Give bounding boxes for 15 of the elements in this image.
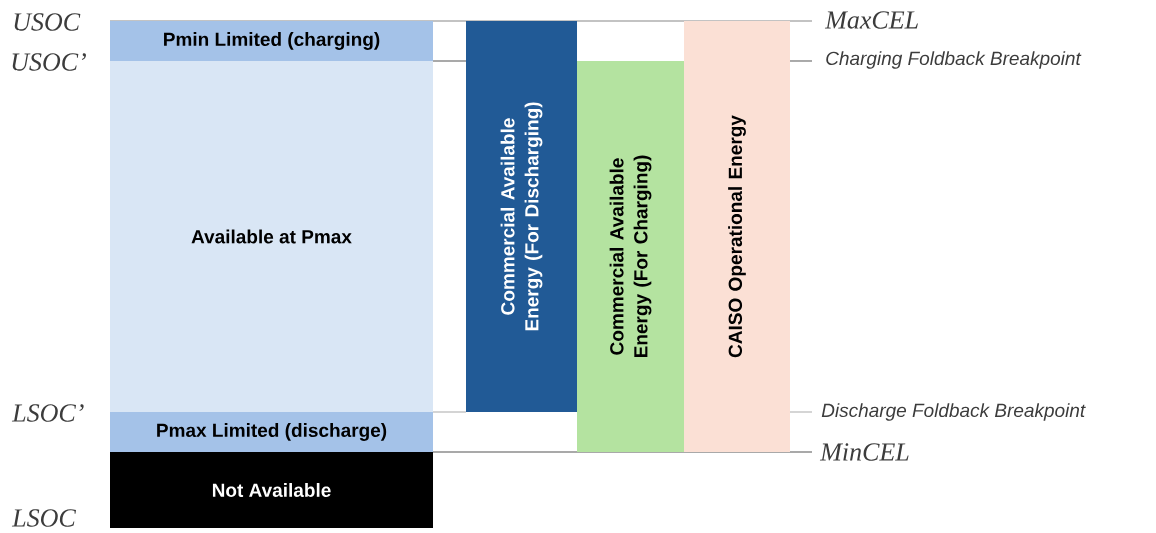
breakpoint-label: Charging Foldback Breakpoint — [826, 51, 1082, 69]
energy-bar: Commercial Available Energy (For Charging) — [577, 61, 684, 452]
level-label: LSOC’ — [11, 404, 84, 422]
level-label: USOC’ — [12, 53, 86, 71]
energy-bar: CAISO Operational Energy — [684, 21, 790, 452]
breakpoint-label: Discharge Foldback Breakpoint — [821, 403, 1086, 421]
level-label: LSOC — [11, 509, 76, 527]
level-label: MaxCEL — [824, 11, 918, 29]
energy-band: Pmax Limited (discharge) — [110, 412, 433, 452]
energy-bar: Commercial Available Energy (For Discharging) — [466, 21, 577, 412]
energy-band: Not Available — [110, 452, 433, 528]
level-label: USOC — [14, 13, 81, 31]
energy-band: Pmin Limited (charging) — [110, 21, 433, 61]
energy-band: Available at Pmax — [110, 61, 433, 412]
level-label: MinCEL — [819, 443, 909, 461]
